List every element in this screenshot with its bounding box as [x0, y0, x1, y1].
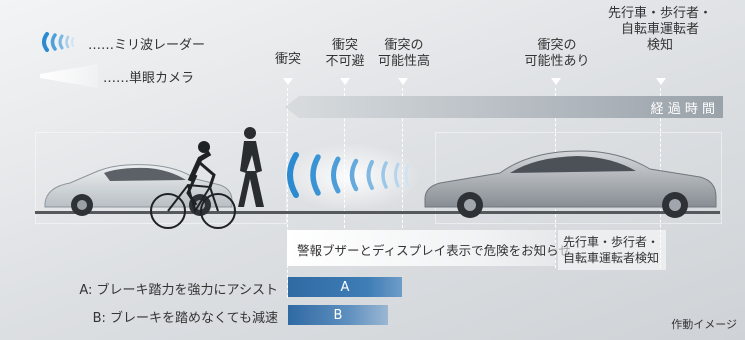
- detection-label: 先行車・歩行者・ 自転車運転者検知: [563, 235, 660, 265]
- scene: [0, 115, 745, 235]
- warning-label: 警報ブザーとディスプレイ表示で危険をお知らせ: [297, 243, 571, 258]
- elapsed-time-label: 経 過 時 間: [650, 102, 715, 117]
- stage-label-detect: 先行車・歩行者・ 自転車運転者 検知: [607, 6, 712, 53]
- camera-legend-icon: [40, 64, 98, 88]
- stage-label-collision: 衝突: [274, 52, 301, 67]
- radar-legend-label: ……ミリ波レーダー: [88, 38, 206, 53]
- guide-collision: [287, 88, 288, 298]
- stage-label-high: 衝突の 可能性高: [377, 38, 430, 69]
- stage-label-unavoidable: 衝突 不可避: [325, 38, 365, 69]
- cyclist: [150, 141, 236, 229]
- marker-collision: [283, 78, 293, 85]
- right-frame: [435, 132, 722, 224]
- elapsed-time-arrow: [285, 96, 723, 118]
- left-car: [44, 164, 233, 216]
- row-b-label: B: ブレーキを踏めなくても減速: [92, 311, 278, 326]
- row-a-label: A: ブレーキ踏力を強力にアシスト: [79, 283, 278, 298]
- pedestrian: [238, 127, 264, 207]
- radar-waves: [280, 143, 420, 211]
- bar-a: A: [288, 277, 402, 297]
- right-car: [424, 150, 717, 218]
- radar-legend-icon: [38, 30, 78, 54]
- marker-detect: [656, 78, 666, 85]
- camera-legend-label: ……単眼カメラ: [103, 71, 195, 86]
- bar-b: B: [288, 305, 388, 325]
- marker-high: [398, 78, 408, 85]
- warning-band: [287, 230, 555, 266]
- detection-band: [558, 230, 666, 270]
- marker-possible: [551, 78, 561, 85]
- marker-unavoidable: [340, 78, 350, 85]
- caption: 作動イメージ: [671, 318, 737, 331]
- stage-label-possible: 衝突の 可能性あり: [524, 38, 590, 69]
